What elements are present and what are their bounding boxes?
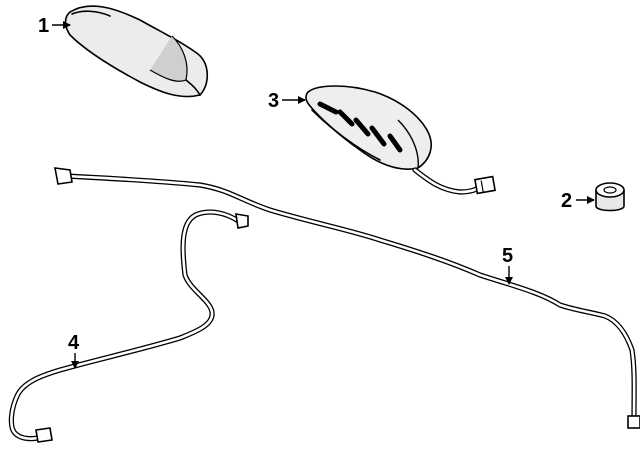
- callout-2: 2: [561, 190, 595, 212]
- callout-1-number: 1: [38, 15, 49, 37]
- callout-3: 3: [268, 90, 306, 112]
- grommet-part[interactable]: [595, 182, 625, 212]
- callout-5-number: 5: [502, 245, 513, 267]
- callout-3-number: 3: [268, 90, 279, 112]
- lower-cable-part[interactable]: [8, 209, 249, 443]
- callout-1: 1: [38, 15, 71, 37]
- callout-2-number: 2: [561, 190, 572, 212]
- callout-4: 4: [68, 332, 80, 369]
- antenna-cover-part[interactable]: [64, 5, 209, 98]
- callout-5: 5: [502, 245, 513, 285]
- callout-4-number: 4: [68, 332, 80, 354]
- antenna-base-part[interactable]: [305, 85, 497, 195]
- main-cable-part[interactable]: [54, 167, 640, 429]
